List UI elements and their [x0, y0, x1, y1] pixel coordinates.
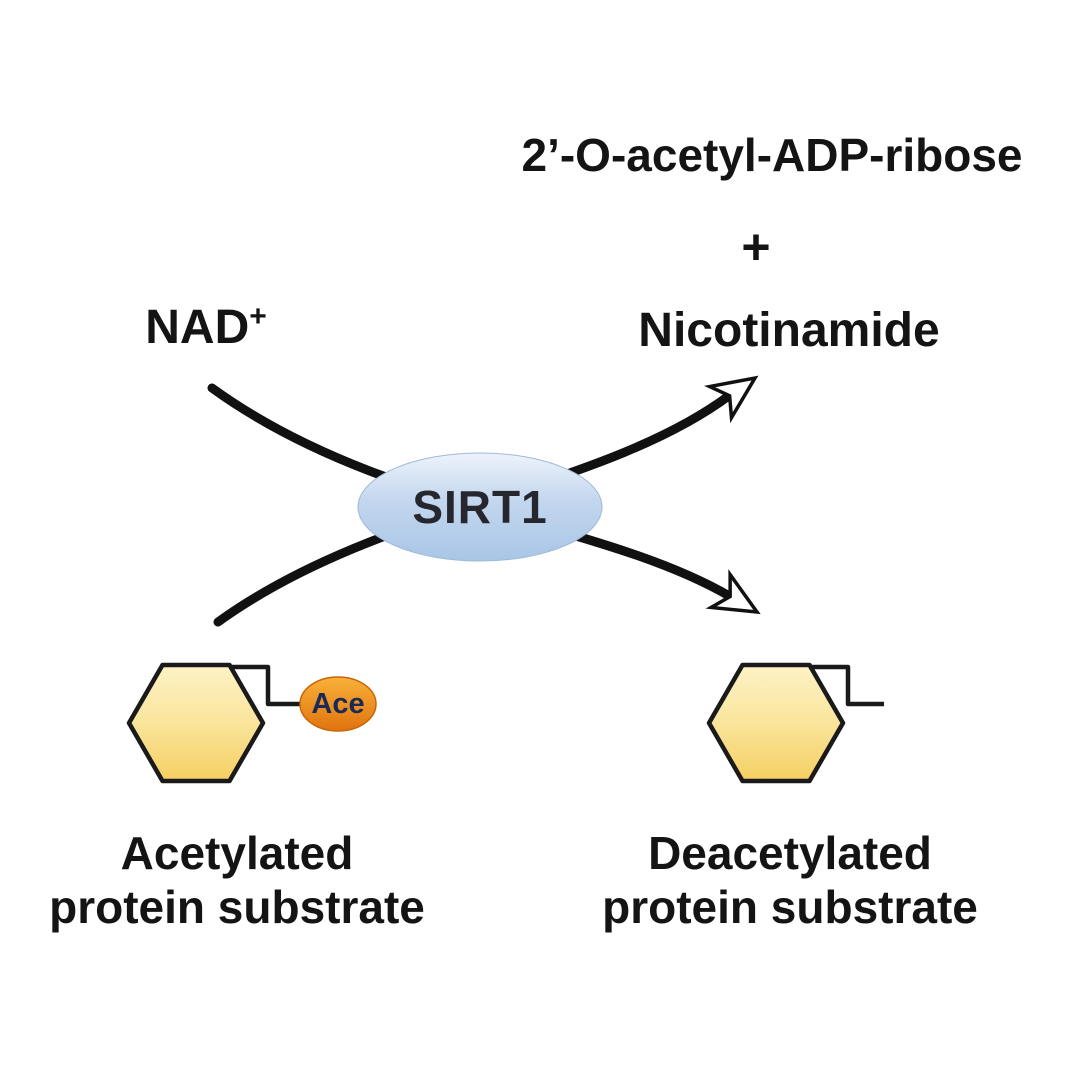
acetylated-label-line2: protein substrate: [49, 881, 425, 934]
arrowhead-to-deacetylated: [705, 569, 761, 615]
deacetylated-bond-line: [809, 664, 884, 707]
nad-superscript-plus: +: [249, 300, 267, 333]
enzyme-label: SIRT1: [412, 480, 548, 533]
product-acetyl-adp-ribose-label: 2’-O-acetyl-ADP-ribose: [521, 129, 1023, 181]
acetyl-group-label: Ace: [311, 687, 365, 720]
acetylated-substrate-hexagon: [126, 662, 266, 784]
acetylated-label-line1: Acetylated: [120, 827, 354, 879]
deacetylated-substrate-hexagon: [706, 662, 846, 784]
acetyl-bond-line: [229, 664, 302, 707]
arrowhead-to-nicotinamide: [704, 375, 759, 424]
enzyme-ellipse: [357, 452, 603, 562]
deacetylated-substrate-label: Deacetylated protein substrate: [602, 826, 978, 935]
nad-base-text: NAD: [145, 301, 250, 354]
acetylated-substrate-label: Acetylated protein substrate: [49, 826, 425, 935]
deacetylated-label-line1: Deacetylated: [648, 827, 932, 879]
plus-sign: +: [741, 219, 771, 275]
deacetylated-label-line2: protein substrate: [602, 881, 978, 934]
reactant-nad-label: NAD+: [145, 300, 267, 357]
acetyl-group-ellipse: [299, 676, 377, 732]
product-nicotinamide-label: Nicotinamide: [638, 304, 940, 357]
